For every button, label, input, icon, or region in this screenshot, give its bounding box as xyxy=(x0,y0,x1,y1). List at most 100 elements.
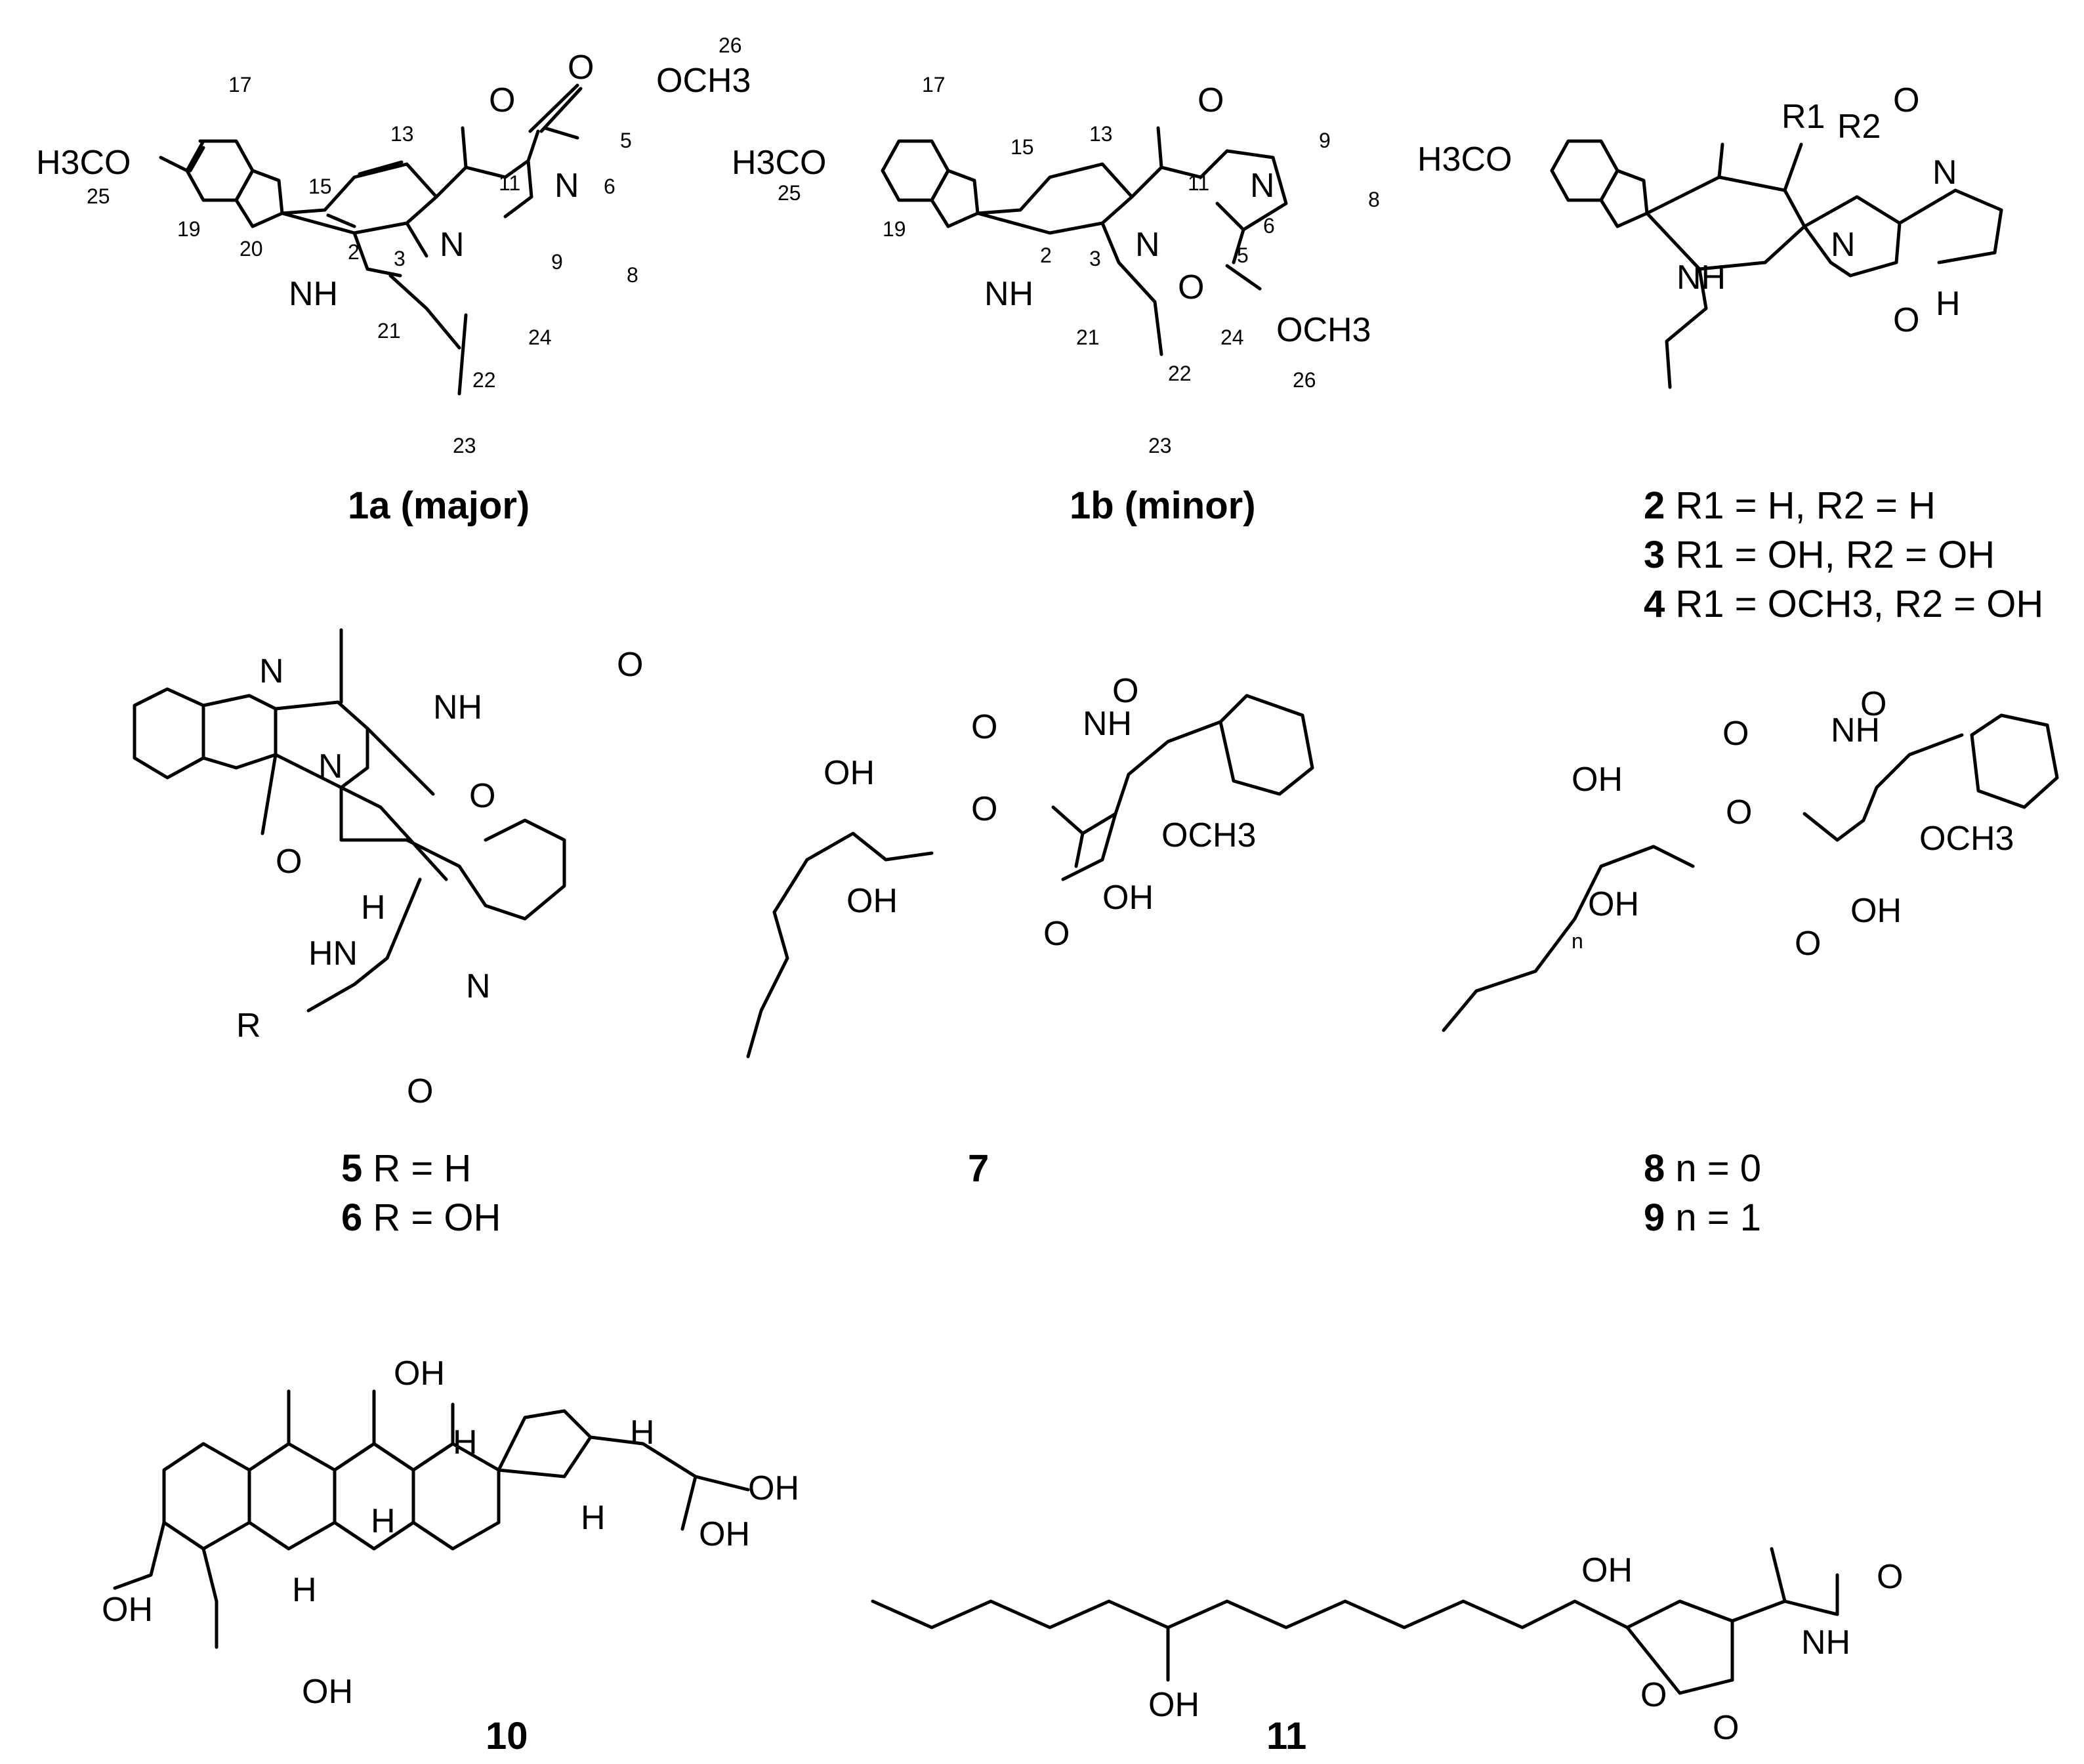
svg-text:3: 3 xyxy=(394,247,406,270)
5-o1: O xyxy=(469,777,495,815)
8-oh1: OH xyxy=(1572,761,1623,799)
caption-5: 5 R = H xyxy=(341,1147,471,1190)
8-n-sub: n xyxy=(1572,929,1583,953)
10-h5: H xyxy=(292,1571,317,1609)
1b-h3co: H3CO xyxy=(732,144,826,182)
5-hn: HN xyxy=(308,934,358,973)
8-o-benz: O xyxy=(1860,685,1886,723)
2-nh: NH xyxy=(1677,259,1726,297)
5-n1: N xyxy=(259,652,284,690)
svg-text:24: 24 xyxy=(528,326,552,349)
8-o-lactam: O xyxy=(1722,715,1749,753)
caption-1b: 1b (minor) xyxy=(1070,484,1256,527)
7-och3: OCH3 xyxy=(1161,816,1256,854)
2-h: H xyxy=(1936,285,1961,323)
10-oh-right1: OH xyxy=(748,1469,799,1507)
1b-o1: O xyxy=(1198,81,1224,119)
7-o-keto: O xyxy=(1043,915,1070,953)
compound-captions: 1a (major) 1b (minor) 2 R1 = H, R2 = H 3… xyxy=(341,484,2043,1757)
svg-text:22: 22 xyxy=(1168,362,1192,385)
structure-8: OCH3 OH OH OH O O O O NH n xyxy=(1442,685,2059,1032)
svg-text:19: 19 xyxy=(177,217,201,241)
svg-text:25: 25 xyxy=(778,181,801,205)
10-oh-top: OH xyxy=(394,1354,445,1393)
7-oh1: OH xyxy=(823,754,875,792)
svg-text:21: 21 xyxy=(1076,326,1100,349)
caption-7: 7 xyxy=(968,1147,989,1190)
svg-text:20: 20 xyxy=(240,237,263,261)
1b-n2: N xyxy=(1135,226,1160,264)
svg-text:6: 6 xyxy=(604,175,615,198)
7-oh3: OH xyxy=(1102,879,1154,917)
svg-text:5: 5 xyxy=(620,129,632,152)
structure-1b: H3CO OCH3 O O N N NH 17 13 15 25 11 9 8 … xyxy=(732,73,1380,457)
svg-text:23: 23 xyxy=(453,434,476,457)
svg-text:6: 6 xyxy=(1263,214,1275,238)
7-nh: NH xyxy=(1083,705,1132,743)
11-o2: O xyxy=(1640,1676,1667,1714)
2-o1: O xyxy=(1893,81,1919,119)
7-o-lactam: O xyxy=(971,708,997,746)
1a-o2: O xyxy=(489,81,515,119)
caption-2: 2 R1 = H, R2 = H xyxy=(1644,484,1936,527)
structure-7: OCH3 OH OH OH O O O O NH xyxy=(746,672,1314,1059)
10-h3: H xyxy=(630,1414,655,1452)
svg-text:5: 5 xyxy=(1237,243,1249,267)
5-r: R xyxy=(236,1007,261,1045)
1a-n2: N xyxy=(440,226,465,264)
10-oh-right2: OH xyxy=(699,1515,750,1553)
8-o-keto: O xyxy=(1795,925,1821,963)
caption-6: 6 R = OH xyxy=(341,1196,501,1239)
svg-text:9: 9 xyxy=(1319,129,1331,152)
svg-text:15: 15 xyxy=(308,175,332,198)
10-h4: H xyxy=(581,1499,606,1537)
svg-text:25: 25 xyxy=(87,184,110,208)
8-nh: NH xyxy=(1831,711,1880,749)
caption-3: 3 R1 = OH, R2 = OH xyxy=(1644,534,1995,576)
1a-n1: N xyxy=(554,167,579,205)
5-o2: O xyxy=(276,843,302,881)
8-oh2: OH xyxy=(1588,885,1639,923)
caption-9: 9 n = 1 xyxy=(1644,1196,1761,1239)
svg-text:21: 21 xyxy=(377,319,401,343)
10-oh-left: OH xyxy=(102,1591,153,1629)
2-o2: O xyxy=(1893,301,1919,339)
11-oh1: OH xyxy=(1581,1551,1633,1589)
5-n2: N xyxy=(318,747,343,786)
11-o1: O xyxy=(1877,1558,1903,1596)
5-o-top: O xyxy=(617,646,643,684)
svg-text:2: 2 xyxy=(348,240,360,264)
7-oh2: OH xyxy=(846,882,898,920)
svg-text:13: 13 xyxy=(1089,122,1113,146)
5-h: H xyxy=(361,889,386,927)
svg-text:26: 26 xyxy=(719,33,742,57)
1a-nh: NH xyxy=(289,275,338,313)
svg-text:13: 13 xyxy=(390,122,414,146)
svg-text:24: 24 xyxy=(1220,326,1244,349)
8-oh3: OH xyxy=(1850,892,1902,930)
svg-text:3: 3 xyxy=(1089,247,1101,270)
svg-text:17: 17 xyxy=(228,73,252,96)
8-o-ring: O xyxy=(1726,793,1752,831)
svg-text:19: 19 xyxy=(883,217,906,241)
svg-text:8: 8 xyxy=(1368,188,1380,211)
caption-1a: 1a (major) xyxy=(348,484,530,527)
svg-text:8: 8 xyxy=(627,263,638,287)
svg-text:23: 23 xyxy=(1148,434,1172,457)
2-n2: N xyxy=(1831,226,1856,264)
1b-o2: O xyxy=(1178,268,1204,306)
svg-text:9: 9 xyxy=(551,250,563,274)
structure-11: OH OH NH O O O xyxy=(871,1547,1903,1747)
svg-text:22: 22 xyxy=(472,368,496,392)
caption-10: 10 xyxy=(486,1715,528,1757)
5-n3: N xyxy=(466,967,491,1005)
svg-text:15: 15 xyxy=(1011,135,1034,159)
svg-text:11: 11 xyxy=(499,171,520,195)
2-h3co: H3CO xyxy=(1417,140,1512,178)
1a-o1: O xyxy=(568,49,594,87)
2-n1: N xyxy=(1932,154,1957,192)
structure-1a: H3CO OCH3 O O N N NH 26 17 13 5 11 6 25 … xyxy=(36,33,751,457)
5-o3: O xyxy=(407,1072,433,1110)
structure-10: OH OH OH OH OH H H H H H xyxy=(102,1354,799,1711)
8-och3: OCH3 xyxy=(1919,820,2014,858)
